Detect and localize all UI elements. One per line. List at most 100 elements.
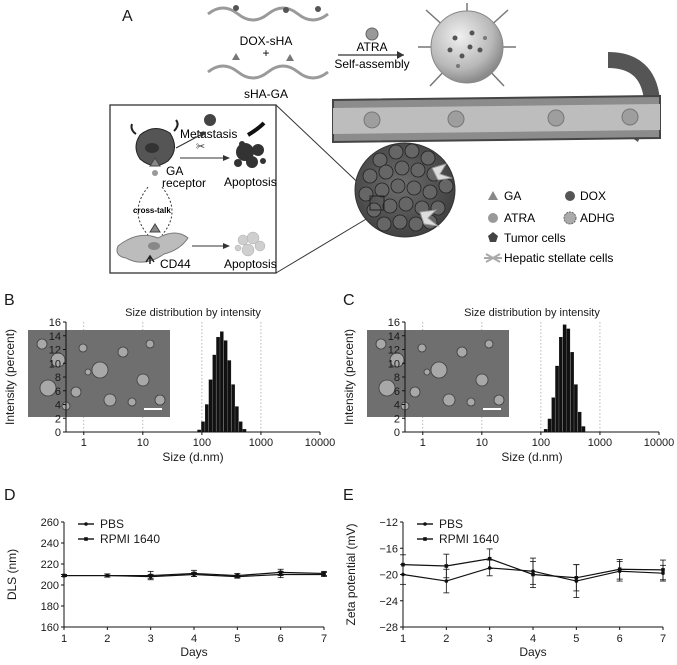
tem-particle: [375, 338, 387, 350]
blocked-icon: ✂: [196, 141, 205, 153]
legend-atra: ATRA: [504, 211, 535, 225]
adhg-legend-icon: [563, 211, 577, 225]
tumor-cell-icon: [130, 119, 179, 166]
x-tick-label: 1000: [588, 437, 612, 449]
y-tick-label: 12: [388, 345, 400, 357]
x-axis-label: Days: [180, 645, 207, 659]
data-point: [235, 573, 240, 578]
x-tick-label: 10000: [305, 437, 336, 449]
y-tick-label: 160: [41, 622, 59, 634]
data-point: [322, 571, 326, 576]
panel-label-b: B: [4, 292, 15, 309]
tem-particle: [430, 361, 448, 379]
x-tick-label: 7: [321, 633, 327, 645]
legend-label: RPMI 1640: [100, 532, 160, 546]
x-tick-label: 100: [193, 437, 211, 449]
tem-particle: [389, 352, 405, 368]
y-tick-label: 240: [41, 538, 59, 550]
legend-marker: [423, 522, 427, 526]
tem-particle: [493, 394, 505, 406]
tem-particle: [117, 346, 129, 358]
tem-particle: [484, 339, 494, 349]
data-point: [531, 572, 535, 577]
histogram-bar: [562, 324, 567, 433]
chart-title: Size distribution by intensity: [464, 307, 600, 319]
x-tick-label: 6: [617, 633, 623, 645]
tem-particle: [50, 352, 66, 368]
y-tick-label: −16: [379, 543, 398, 555]
plus-label: +: [262, 46, 269, 60]
x-tick-label: 4: [530, 633, 536, 645]
y-tick-label: 8: [55, 372, 61, 384]
data-point: [148, 573, 153, 578]
panel-label-c: C: [343, 292, 355, 309]
histogram-bar: [574, 384, 578, 433]
x-tick-label: 10000: [644, 437, 675, 449]
y-tick-label: −20: [379, 570, 398, 582]
x-axis-label: Size (d.nm): [162, 450, 223, 464]
tem-particle: [466, 397, 476, 407]
legend-dox: DOX: [580, 189, 606, 203]
tem-particle: [36, 338, 48, 350]
y-tick-label: 14: [49, 331, 61, 343]
x-tick-label: 2: [104, 633, 110, 645]
schematic-legend: GA DOX ATRA ADHG Tumor cells Hepatic ste…: [484, 189, 615, 265]
y-tick-label: 220: [41, 559, 59, 571]
histogram-bar: [566, 328, 571, 433]
data-point: [661, 568, 665, 572]
y-tick-label: −28: [379, 622, 398, 634]
data-point: [401, 562, 405, 567]
y-tick-label: 200: [41, 580, 59, 592]
dox-legend-icon: [565, 191, 575, 201]
y-tick-label: 16: [49, 317, 61, 329]
tem-particle: [154, 394, 166, 406]
x-tick-label: 1: [400, 633, 406, 645]
y-tick-label: 6: [394, 386, 400, 398]
tem-particle: [103, 393, 117, 407]
histogram-bar: [577, 411, 582, 433]
self-assembly-label: Self-assembly: [334, 57, 409, 71]
y-tick-label: 16: [388, 317, 400, 329]
x-tick-label: 10: [476, 437, 488, 449]
x-tick-label: 10: [137, 437, 149, 449]
x-tick-label: 7: [660, 633, 666, 645]
legend-label: PBS: [439, 517, 463, 531]
cd44-label: CD44: [160, 257, 191, 271]
atra-label: ATRA: [356, 40, 387, 54]
legend-ga: GA: [504, 189, 521, 203]
histogram-bar: [220, 331, 224, 433]
tumor-cell-legend-icon: [488, 232, 498, 242]
chart-b: Size distribution by intensity0246810121…: [3, 307, 336, 464]
tem-particle: [127, 397, 137, 407]
y-axis-label: Intensity (percent): [3, 329, 17, 425]
histogram-bar: [216, 336, 220, 433]
histogram-bar: [581, 426, 586, 433]
tem-particle: [456, 346, 468, 358]
y-tick-label: 6: [55, 386, 61, 398]
ga-receptor-icon-hsc: [149, 223, 161, 233]
cd44-receptor-icon: [145, 254, 155, 264]
tem-particle: [136, 373, 150, 387]
ga-marker: [232, 53, 240, 60]
histogram-bar: [238, 421, 243, 433]
data-point: [192, 571, 196, 576]
x-tick-label: 4: [191, 633, 197, 645]
y-tick-label: 4: [394, 400, 400, 412]
legend-marker: [423, 537, 427, 541]
panel-label-d: D: [4, 487, 16, 504]
y-tick-label: 2: [394, 413, 400, 425]
histogram-bar: [547, 418, 552, 433]
x-tick-label: 100: [532, 437, 550, 449]
tem-particle: [39, 379, 57, 397]
legend-marker: [84, 522, 88, 526]
legend-tumor: Tumor cells: [504, 231, 566, 245]
dox-marker: [283, 7, 289, 13]
sha-ga-label: sHA-GA: [244, 87, 288, 101]
legend-label: RPMI 1640: [439, 532, 499, 546]
histogram-bar: [559, 336, 563, 433]
y-tick-label: 10: [49, 358, 61, 370]
chart-title: Size distribution by intensity: [125, 307, 261, 319]
apoptotic-tumor-cell-icon: [234, 141, 266, 168]
